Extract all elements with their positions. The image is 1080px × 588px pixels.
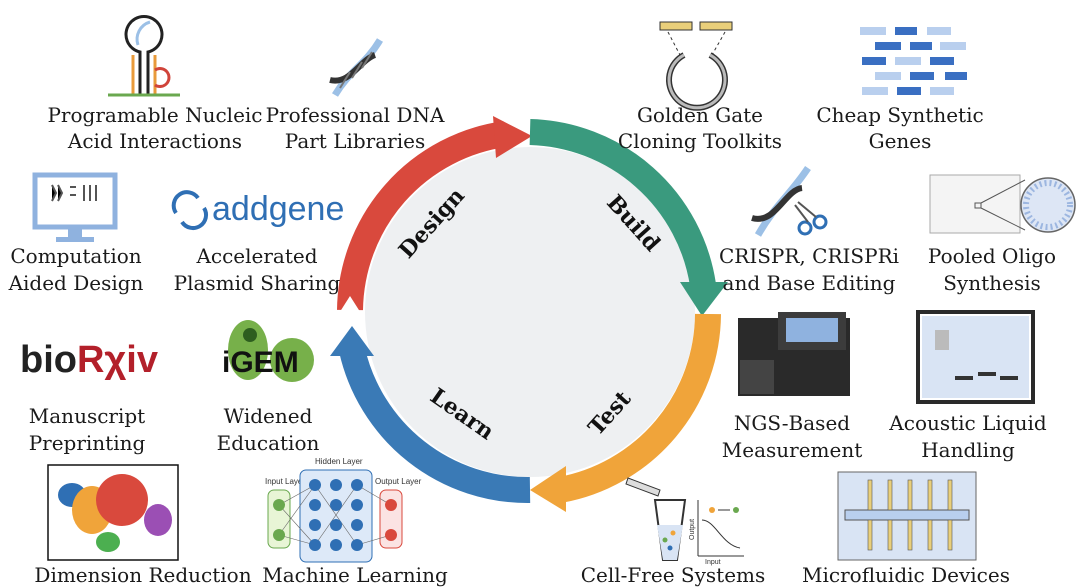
biorxiv-rest: Rχiv (77, 339, 158, 381)
igem-i: i (222, 346, 230, 379)
tsne-plot-icon (47, 464, 179, 561)
build-arrow (529, 119, 716, 288)
caption-oligo-1: Pooled Oligo (928, 244, 1056, 268)
dna-helix-icon (329, 38, 384, 97)
caption-preprint-1: Manuscript (29, 404, 145, 428)
test-arrow (557, 313, 721, 503)
caption-ml: Machine Learning (262, 563, 448, 587)
nn-output-label: Output Layer (375, 477, 422, 486)
caption-nucleic-2: Acid Interactions (67, 129, 242, 153)
biorxiv-logo: bioRχiv (20, 339, 158, 381)
caption-dna-2: Part Libraries (285, 129, 425, 153)
dbtl-cycle: Design Build Test Learn (330, 116, 728, 512)
caption-education-1: Widened (224, 404, 313, 428)
neural-network-icon: Input Layer Hidden Layer Output Layer (265, 457, 422, 563)
caption-microfluidic: Microfluidic Devices (802, 563, 1010, 587)
caption-crispr-1: CRISPR, CRISPRi (719, 244, 899, 268)
igem-rest: GEM (230, 346, 298, 379)
caption-education-2: Education (217, 431, 320, 455)
monitor-icon (32, 172, 118, 242)
caption-preprint-2: Preprinting (29, 431, 146, 455)
microfluidic-chip-icon (837, 471, 977, 561)
caption-genes-2: Genes (869, 129, 932, 153)
nn-hidden-label: Hidden Layer (315, 457, 363, 466)
build-arrowhead (680, 282, 728, 316)
svg-text:bioRχiv: bioRχiv (20, 339, 158, 381)
learn-arrowhead (330, 326, 374, 356)
learn-arrow (339, 346, 531, 504)
test-arrowhead (530, 466, 566, 512)
nn-input-label: Input Layer (265, 477, 305, 486)
gene-blocks-icon (860, 27, 967, 95)
caption-plasmid-1: Accelerated (195, 244, 317, 268)
caption-ngs-1: NGS-Based (734, 411, 850, 435)
caption-genes-1: Cheap Synthetic (816, 103, 983, 127)
caption-ngs-2: Measurement (722, 438, 863, 462)
caption-acoustic-1: Acoustic Liquid (888, 411, 1047, 435)
caption-golden-2: Cloning Toolkits (618, 129, 782, 153)
caption-dna-1: Professional DNA (266, 103, 445, 127)
caption-nucleic-1: Programable Nucleic (47, 103, 262, 127)
biorxiv-bio: bio (20, 339, 77, 381)
plot-ylabel: Output (689, 519, 696, 540)
design-arrowhead (493, 116, 532, 158)
plasmid-icon (659, 21, 733, 111)
caption-plasmid-2: Plasmid Sharing (174, 271, 341, 295)
caption-golden-1: Golden Gate (637, 103, 763, 127)
caption-cellfree: Cell-Free Systems (581, 563, 766, 587)
svg-text:iGEM: iGEM (222, 346, 299, 379)
cell-free-tube-icon: Output Input (625, 477, 744, 566)
caption-computation-1: Computation (10, 244, 141, 268)
igem-logo: iGEM (222, 320, 314, 382)
caption-computation-2: Aided Design (8, 271, 144, 295)
design-arrow (337, 121, 507, 311)
addgene-logo: addgene (171, 190, 344, 230)
caption-crispr-2: and Base Editing (723, 271, 896, 295)
plot-xlabel: Input (705, 559, 721, 566)
caption-acoustic-2: Handling (921, 438, 1015, 462)
rna-hairpin-icon (108, 14, 180, 97)
design-tail-notch (336, 296, 364, 318)
sequencer-icon (738, 312, 850, 396)
addgene-wordmark: addgene (212, 190, 344, 228)
crispr-scissors-icon (751, 166, 828, 237)
caption-oligo-2: Synthesis (943, 271, 1041, 295)
cycle-inner-disc (365, 147, 695, 477)
caption-dimred: Dimension Reduction (34, 563, 251, 587)
oligo-array-icon (929, 174, 1076, 234)
liquid-handler-icon (916, 310, 1035, 404)
